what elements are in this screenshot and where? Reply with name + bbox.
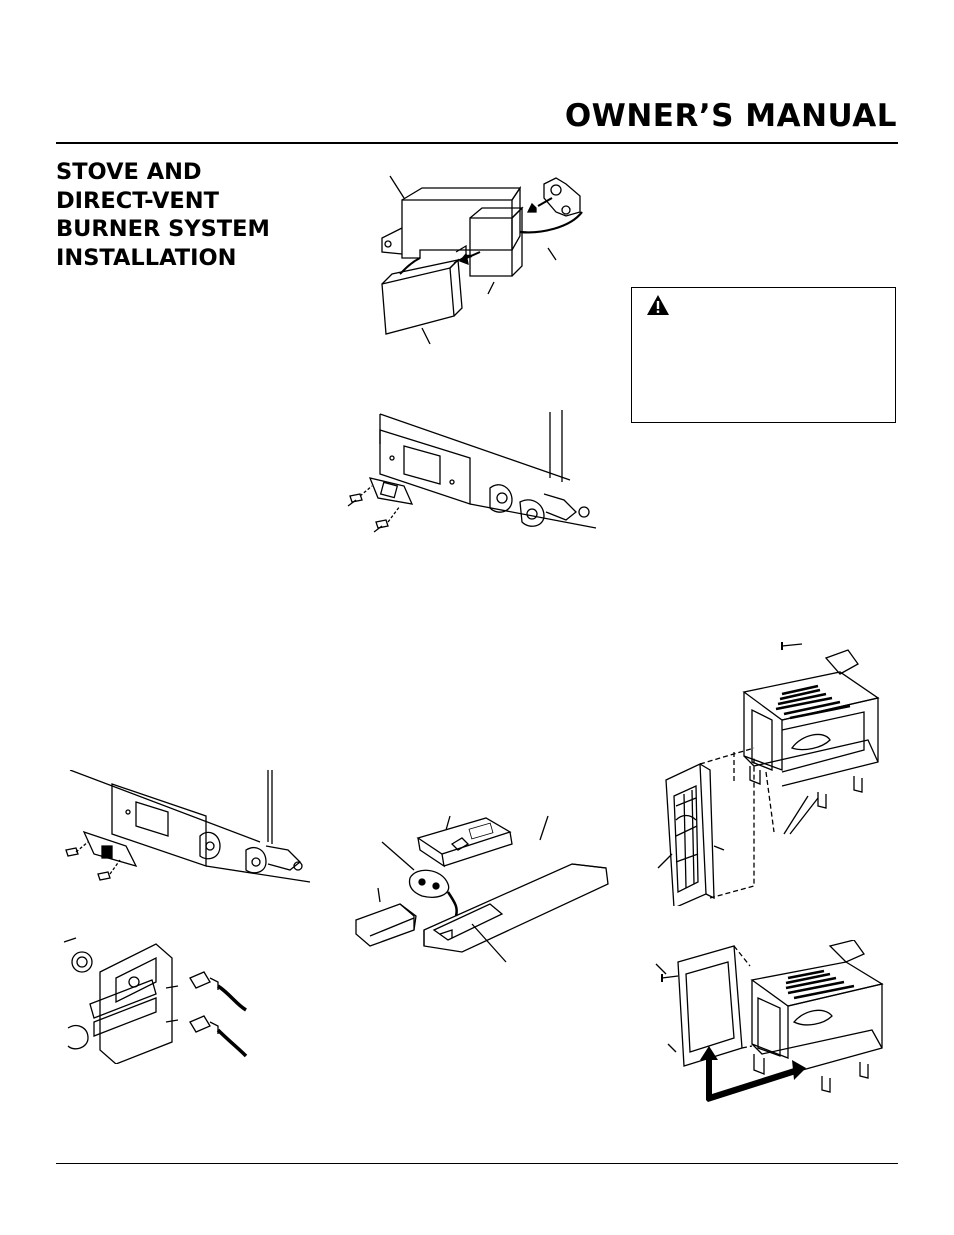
stove-glass-panel-figure <box>654 940 900 1102</box>
section-title-line: BURNER SYSTEM <box>56 216 270 242</box>
section-title-line: STOVE AND <box>56 159 202 185</box>
manual-title: OWNER’S MANUAL <box>564 98 897 134</box>
footer-rule <box>56 1163 898 1164</box>
warning-box <box>631 287 896 423</box>
section-title: STOVE AND DIRECT-VENT BURNER SYSTEM INST… <box>56 158 270 272</box>
section-title-line: INSTALLATION <box>56 244 237 271</box>
remote-transmitter-battery-figure <box>352 812 614 992</box>
remote-bracket-mounting-figure <box>340 408 600 536</box>
section-title-line: DIRECT-VENT <box>56 187 219 214</box>
wire-terminal-connection-figure <box>60 932 250 1064</box>
warning-triangle-icon <box>647 295 669 315</box>
stove-front-door-removal-figure <box>654 636 900 906</box>
switch-plate-mounting-figure <box>60 770 312 888</box>
receiver-battery-figure <box>370 168 600 353</box>
header-rule <box>56 142 898 144</box>
